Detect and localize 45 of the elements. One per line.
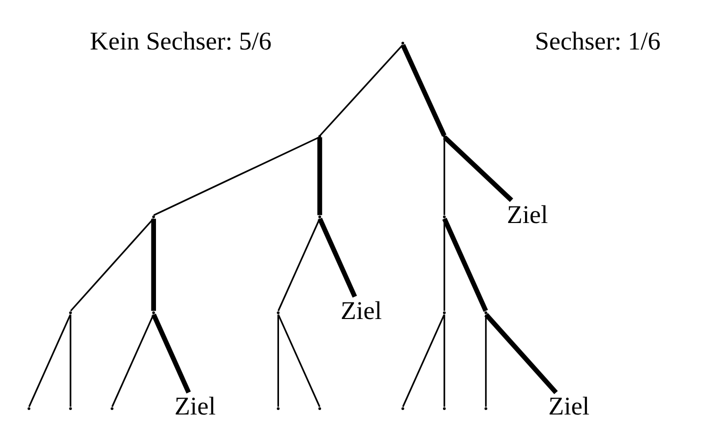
node-point [152,311,154,314]
node-point [442,216,446,218]
node-point [442,407,446,410]
node-point [276,311,280,314]
connector [443,218,445,311]
connector [110,314,154,408]
label: Kein Sechser: 5/6 [89,26,272,56]
node-point [27,407,30,410]
connector [484,313,558,394]
node-point [484,311,487,314]
node-point [400,407,404,410]
connector [152,136,320,216]
node-point [68,407,72,410]
connector [402,314,444,408]
node-point [318,216,321,218]
connector [277,218,320,312]
node-point [318,407,321,410]
connector [69,314,71,407]
connector [316,137,322,216]
connector [443,137,445,216]
node-text: Ziel [174,392,216,421]
node-point [442,311,446,314]
connector [443,314,445,407]
connector [484,314,486,407]
connector [318,44,403,136]
label: Sechser: 1/6 [534,26,660,56]
node-point [68,311,72,314]
node-point [442,135,446,138]
connector [28,314,71,408]
connector [442,218,488,312]
node-point [318,135,321,138]
node-text: Ziel [340,296,382,325]
node-point [484,407,487,410]
node-point [110,407,113,410]
node-point [400,42,404,45]
node-point [276,407,280,410]
node-text: Ziel [506,200,548,229]
node-point [152,216,154,218]
node-text: Ziel [548,392,590,421]
connector [150,218,156,311]
connector [151,314,190,394]
connector [277,314,320,408]
connector [276,314,278,407]
connector [70,218,154,312]
connector [317,218,356,298]
